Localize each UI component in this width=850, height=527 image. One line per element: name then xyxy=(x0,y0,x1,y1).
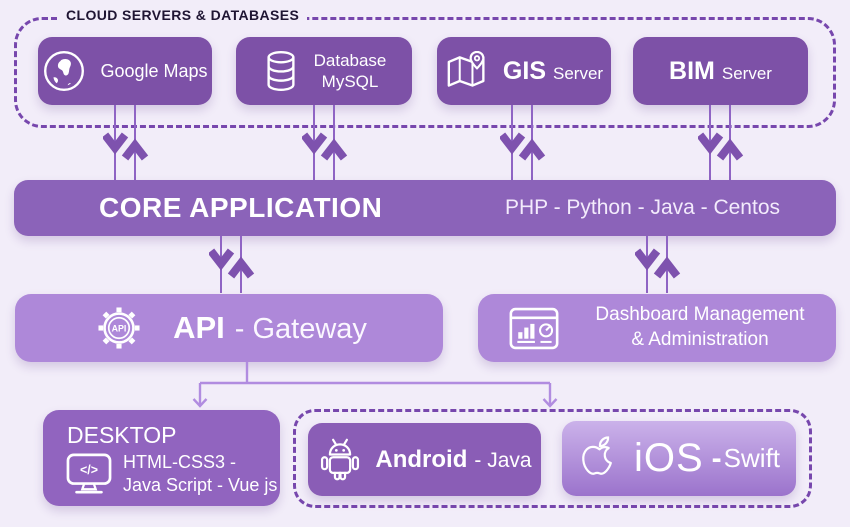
database-line2: MySQL xyxy=(321,72,379,91)
api-primary: API xyxy=(173,310,225,345)
flow-arrows-api xyxy=(209,236,255,293)
ios-dash: - xyxy=(711,441,722,475)
ios-secondary: Swift xyxy=(723,443,781,473)
ios-box: iOS-Swift xyxy=(562,421,796,496)
desktop-stack-line2: Java Script - Vue js xyxy=(123,475,278,496)
android-label: Android- Java xyxy=(375,446,531,474)
code-monitor-icon: </> xyxy=(65,452,113,496)
dashboard-line2: & Administration xyxy=(631,329,769,350)
map-pin-icon xyxy=(445,51,489,91)
api-secondary: - Gateway xyxy=(234,313,367,345)
database-mysql-label: Database MySQL xyxy=(314,50,387,93)
bim-primary: BIM xyxy=(669,56,715,85)
android-secondary: - Java xyxy=(474,448,532,472)
desktop-content: </> HTML-CSS3 - Java Script - Vue js xyxy=(65,451,280,498)
branch-connector xyxy=(192,362,558,408)
dashboard-line1: Dashboard Management xyxy=(595,304,805,326)
dashboard-management-box: Dashboard Management & Administration xyxy=(478,294,836,362)
mobile-container xyxy=(293,409,812,508)
flow-arrows-bim xyxy=(698,105,744,180)
flow-arrows-google-maps xyxy=(103,105,149,180)
cloud-servers-container xyxy=(14,17,836,128)
gis-server-box: GIS Server xyxy=(437,37,611,105)
svg-text:API: API xyxy=(112,323,127,333)
database-line1: Database xyxy=(313,50,387,70)
dashboard-icon xyxy=(509,307,559,350)
cloud-servers-label: CLOUD SERVERS & DATABASES xyxy=(58,7,308,23)
flow-arrows-mysql xyxy=(302,105,348,180)
desktop-box: DESKTOP </> HTML-CSS3 - Java Script - Vu… xyxy=(43,410,280,506)
bim-server-box: BIM Server xyxy=(633,37,808,105)
gis-secondary: Server xyxy=(553,63,604,83)
gis-server-label: GIS Server xyxy=(503,57,603,86)
google-maps-box: Google Maps xyxy=(38,37,212,105)
gis-primary: GIS xyxy=(502,56,546,85)
svg-text:</>: </> xyxy=(80,463,98,477)
flow-arrows-dashboard xyxy=(635,236,681,293)
android-primary: Android xyxy=(375,445,468,473)
desktop-title: DESKTOP xyxy=(67,422,177,448)
globe-icon xyxy=(42,49,86,93)
core-application-title: CORE APPLICATION xyxy=(99,192,383,223)
ios-primary: iOS xyxy=(633,436,704,480)
core-application-stack: PHP - Python - Java - Centos xyxy=(504,196,780,219)
ios-label: iOS-Swift xyxy=(634,436,780,481)
android-icon xyxy=(317,436,363,484)
core-application-bar: CORE APPLICATION PHP - Python - Java - C… xyxy=(14,180,836,236)
bim-server-label: BIM Server xyxy=(669,57,772,86)
bim-secondary: Server xyxy=(721,63,772,83)
android-box: Android- Java xyxy=(308,423,541,496)
flow-arrows-gis xyxy=(500,105,546,180)
api-gateway-label: API - Gateway xyxy=(173,310,367,346)
dashboard-management-label: Dashboard Management & Administration xyxy=(595,303,804,352)
desktop-stack-label: HTML-CSS3 - Java Script - Vue js xyxy=(123,451,277,498)
api-gateway-box: API API - Gateway xyxy=(15,294,443,362)
database-icon xyxy=(262,49,300,93)
api-gear-icon: API xyxy=(91,300,147,356)
database-mysql-box: Database MySQL xyxy=(236,37,412,105)
apple-icon xyxy=(578,435,620,483)
google-maps-label: Google Maps xyxy=(100,60,208,81)
desktop-stack-line1: HTML-CSS3 - xyxy=(123,452,237,472)
